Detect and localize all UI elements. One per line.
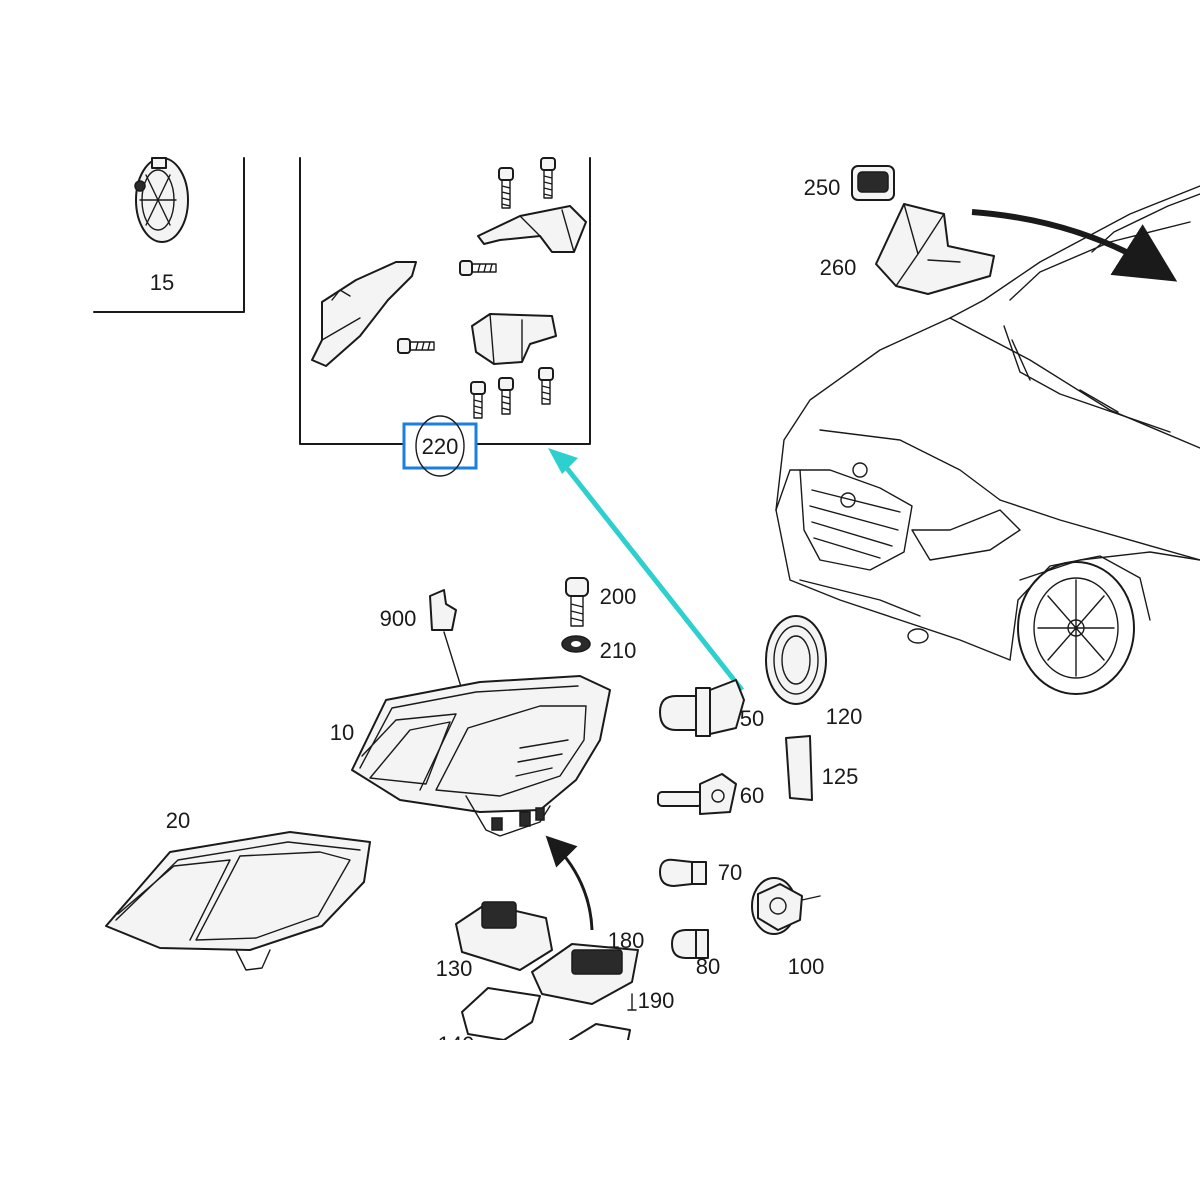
bulb-60-icon[interactable] xyxy=(657,773,737,815)
black-arrow-180 xyxy=(545,835,594,931)
connector-900-icon[interactable] xyxy=(429,589,457,631)
part-label-220[interactable]: 220 xyxy=(422,434,459,459)
bulb-50-icon[interactable] xyxy=(659,679,745,737)
car-illustration xyxy=(775,185,1200,695)
mounting-screws-icon[interactable] xyxy=(397,157,556,419)
cover-cap-120-icon[interactable] xyxy=(765,615,827,705)
part-label-125: 125 xyxy=(822,764,859,789)
bulb-80-icon[interactable] xyxy=(671,929,709,959)
inset-box-220: 220 xyxy=(299,157,591,477)
crop-mask-top xyxy=(0,1040,1200,1200)
part-label-120: 120 xyxy=(826,704,863,729)
socket-100-icon[interactable] xyxy=(751,877,821,935)
part-label-70: 70 xyxy=(718,860,742,885)
ballast-180-icon[interactable] xyxy=(531,943,639,1005)
black-arrow-windshield xyxy=(971,209,1178,282)
lower-bracket-icon[interactable] xyxy=(471,313,557,365)
part-label-10: 10 xyxy=(330,720,354,745)
screw-190-icon[interactable] xyxy=(627,993,637,1011)
screw-200-icon[interactable] xyxy=(565,577,589,627)
teal-arrow xyxy=(548,448,744,692)
part-label-50: 50 xyxy=(740,706,764,731)
part-label-20: 20 xyxy=(166,808,190,833)
part-label-210: 210 xyxy=(600,638,637,663)
part-label-80: 80 xyxy=(696,954,720,979)
part-label-200: 200 xyxy=(600,584,637,609)
part-15-lamp-socket-icon[interactable] xyxy=(134,157,189,243)
gasket-140-icon[interactable] xyxy=(461,987,631,1041)
control-unit-130-icon[interactable] xyxy=(455,901,553,971)
part-label-130: 130 xyxy=(436,956,473,981)
part-label-260: 260 xyxy=(820,255,857,280)
part-label-15: 15 xyxy=(150,270,174,295)
part-label-60: 60 xyxy=(740,783,764,808)
sensor-250-icon[interactable] xyxy=(851,165,895,201)
mirror-base-260-icon[interactable] xyxy=(875,203,995,295)
part-label-900: 900 xyxy=(380,606,417,631)
arm-bracket-icon[interactable] xyxy=(311,261,417,367)
film-125-icon[interactable] xyxy=(785,735,813,801)
part-label-180: 180 xyxy=(608,928,645,953)
part-label-250: 250 xyxy=(804,175,841,200)
part-label-190: 190 xyxy=(638,988,675,1013)
headlamp-assembly-10-icon[interactable] xyxy=(351,675,611,837)
inset-box-15: 15 xyxy=(93,157,245,313)
bulb-70-icon[interactable] xyxy=(659,858,707,887)
lens-cover-20-icon[interactable] xyxy=(105,831,371,971)
upper-bracket-icon[interactable] xyxy=(477,205,587,253)
part-label-100: 100 xyxy=(788,954,825,979)
washer-210-icon[interactable] xyxy=(561,635,591,653)
